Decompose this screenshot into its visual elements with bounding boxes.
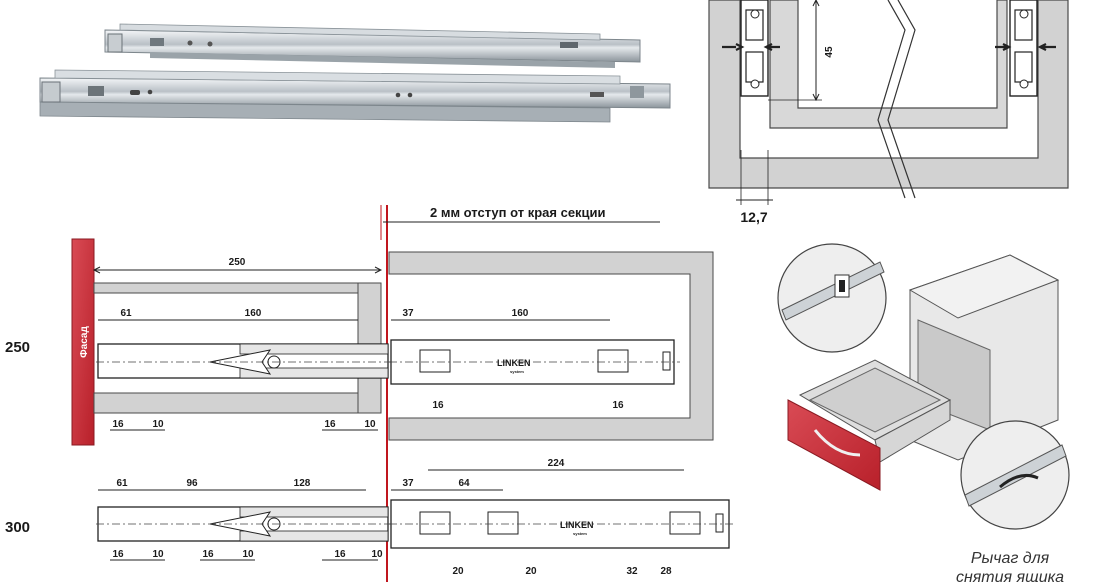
row-250: 250 250 61 160 16 10 16 10 <box>5 251 714 441</box>
drawer-250-small-1: 16 <box>112 419 124 430</box>
drawer-300-dim-a: 61 <box>116 478 128 489</box>
cabinet-300-top-dim: 224 <box>548 458 565 469</box>
drawer-300-dim-b: 96 <box>186 478 198 489</box>
cabinet-250-small-2: 16 <box>612 400 624 411</box>
cabinet-rail-250: LINKEN system <box>389 339 680 385</box>
drawer-250-dim-b: 160 <box>245 308 262 319</box>
drawer-rail-250 <box>96 343 392 379</box>
cabinet-rail-300: LINKEN system <box>389 499 735 549</box>
logo-sub-300: system <box>573 531 587 536</box>
drawer-300-small-2: 10 <box>152 549 164 560</box>
cabinet-300-small-3: 32 <box>626 566 638 577</box>
slide-photo <box>39 23 671 123</box>
row-250-label: 250 <box>5 339 30 356</box>
cabinet-250-dim-b: 160 <box>512 308 529 319</box>
overall-250-dim: 250 <box>229 257 246 268</box>
cabinet-300-small-4: 28 <box>660 566 672 577</box>
caption-line-1: Рычаг для <box>971 550 1050 567</box>
facade-panel: Фасад <box>71 238 95 446</box>
offset-note: 2 мм отступ от края секции <box>430 205 606 220</box>
drawer-250-small-4: 10 <box>364 419 376 430</box>
caption-line-2: снятия ящика <box>956 569 1064 582</box>
slide-profile-right <box>995 0 1056 97</box>
cabinet-250-dim-a: 37 <box>402 308 414 319</box>
row-300-label: 300 <box>5 519 30 536</box>
drawer-300-small-5: 16 <box>334 549 346 560</box>
slide-rail-upper <box>104 23 641 68</box>
drawer-300-small-1: 16 <box>112 549 124 560</box>
drawer-250-small-3: 16 <box>324 419 336 430</box>
row-300: 300 61 96 128 16 10 16 10 16 10 <box>5 458 735 577</box>
width-dim-label: 12,7 <box>740 209 767 225</box>
cabinet-300-small-2: 20 <box>525 566 537 577</box>
cabinet-250-small-1: 16 <box>432 400 444 411</box>
height-dim-label: 45 <box>824 46 835 58</box>
logo-text: LINKEN <box>497 358 531 368</box>
slide-profile-left <box>722 0 780 97</box>
cabinet-300-small-1: 20 <box>452 566 464 577</box>
drawer-illustration <box>777 243 1070 530</box>
drawer-300-dim-c: 128 <box>294 478 311 489</box>
logo-text-300: LINKEN <box>560 520 594 530</box>
logo-sub: system <box>510 369 524 374</box>
drawer-300-small-6: 10 <box>371 549 383 560</box>
drawer-rail-300 <box>96 506 392 542</box>
cabinet-300-dim-b: 64 <box>458 478 470 489</box>
linken-logo: LINKEN system <box>497 358 531 374</box>
slide-rail-lower <box>39 69 671 123</box>
drawer-250-dim-a: 61 <box>120 308 132 319</box>
drawer-300-small-3: 16 <box>202 549 214 560</box>
cabinet-300-dim-a: 37 <box>402 478 414 489</box>
facade-label: Фасад <box>79 326 90 358</box>
cross-section: 45 12,7 <box>708 0 1069 225</box>
drawer-250-small-2: 10 <box>152 419 164 430</box>
drawer-300-small-4: 10 <box>242 549 254 560</box>
